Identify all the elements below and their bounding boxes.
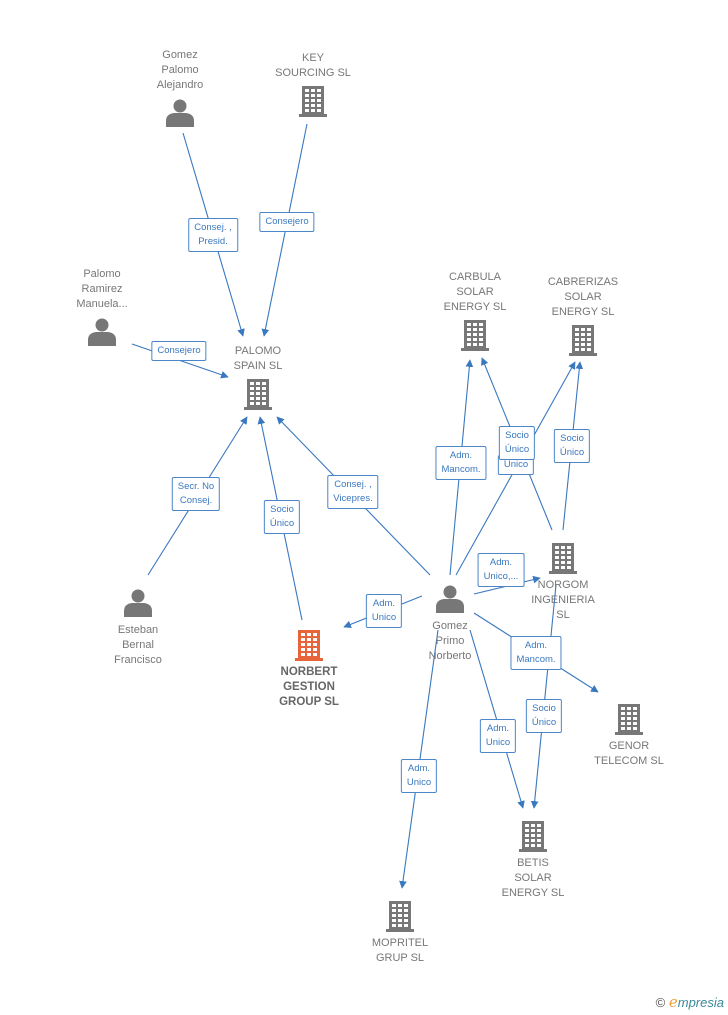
node-label-palomo_ramirez[interactable]: Palomo Ramirez Manuela... [76,268,128,310]
edge-label-esteban-to-palomo_spain[interactable]: Secr. No Consej. [171,477,221,511]
node-label-mopritel[interactable]: MOPRITEL GRUP SL [371,937,429,964]
edge-label-gomez_primo-to-genor[interactable]: Adm. Mancom. [510,636,562,670]
edge-label-palomo_ramirez-to-palomo_spain[interactable]: Consejero [151,341,207,361]
person-icon[interactable] [166,99,194,128]
node-label-palomo_spain[interactable]: PALOMO SPAIN SL [233,345,283,372]
node-label-key_sourcing[interactable]: KEY SOURCING SL [275,52,351,79]
node-label-gomez_palomo[interactable]: Gomez Palomo Alejandro [156,49,204,91]
edge-label-gomez_primo-to-palomo_spain[interactable]: Consej. , Vicepres. [327,475,379,509]
edge-label-gomez_primo-to-betis[interactable]: Adm. Unico [479,719,517,753]
node-label-norgom[interactable]: NORGOM INGENIERIA SL [531,579,595,621]
person-icon[interactable] [124,589,152,618]
person-icon[interactable] [436,585,464,614]
edge-label-gomez_primo-to-mopritel[interactable]: Adm. Unico [400,759,438,793]
person-icon[interactable] [88,318,116,347]
edge-label-gomez_palomo-to-palomo_spain[interactable]: Consej. , Presid. [188,218,238,252]
building-icon[interactable] [295,630,323,661]
edge-label-gomez_primo-to-carbula[interactable]: Adm. Mancom. [435,446,487,480]
edge-label-gomez_primo-to-norbert[interactable]: Adm. Unico [365,594,403,628]
edge-label-norgom-to-betis[interactable]: Socio Único [525,699,563,733]
building-icon[interactable] [549,543,577,574]
brand-name: mpresia [677,995,724,1010]
edge-norgom-to-betis [530,584,557,809]
node-label-cabrerizas[interactable]: CABRERIZAS SOLAR ENERGY SL [547,276,619,318]
building-icon[interactable] [299,86,327,117]
node-label-esteban[interactable]: Esteban Bernal Francisco [114,624,162,666]
node-label-norbert[interactable]: NORBERT GESTION GROUP SL [279,666,339,708]
empresia-logo: © empresia [656,993,724,1011]
nodes-layer [88,86,643,932]
brand-initial: e [668,993,678,1011]
building-icon[interactable] [386,901,414,932]
node-label-carbula[interactable]: CARBULA SOLAR ENERGY SL [443,271,507,313]
building-icon[interactable] [519,821,547,852]
edge-label-norgom-to-cabrerizas[interactable]: Socio Único [553,429,591,463]
edge-label-norgom-to-carbula[interactable]: Socio Único [498,426,536,460]
building-icon[interactable] [244,379,272,410]
building-icon[interactable] [569,325,597,356]
node-label-genor[interactable]: GENOR TELECOM SL [594,740,664,767]
node-label-gomez_primo[interactable]: Gomez Primo Norberto [428,620,472,662]
node-label-betis[interactable]: BETIS SOLAR ENERGY SL [501,857,565,899]
edge-label-key_sourcing-to-palomo_spain[interactable]: Consejero [259,212,315,232]
edge-label-norbert-to-palomo_spain[interactable]: Socio Único [263,500,301,534]
building-icon[interactable] [615,704,643,735]
building-icon[interactable] [461,320,489,351]
copyright-symbol: © [655,995,666,1010]
edge-label-gomez_primo-to-norgom[interactable]: Adm. Unico,... [477,553,525,587]
